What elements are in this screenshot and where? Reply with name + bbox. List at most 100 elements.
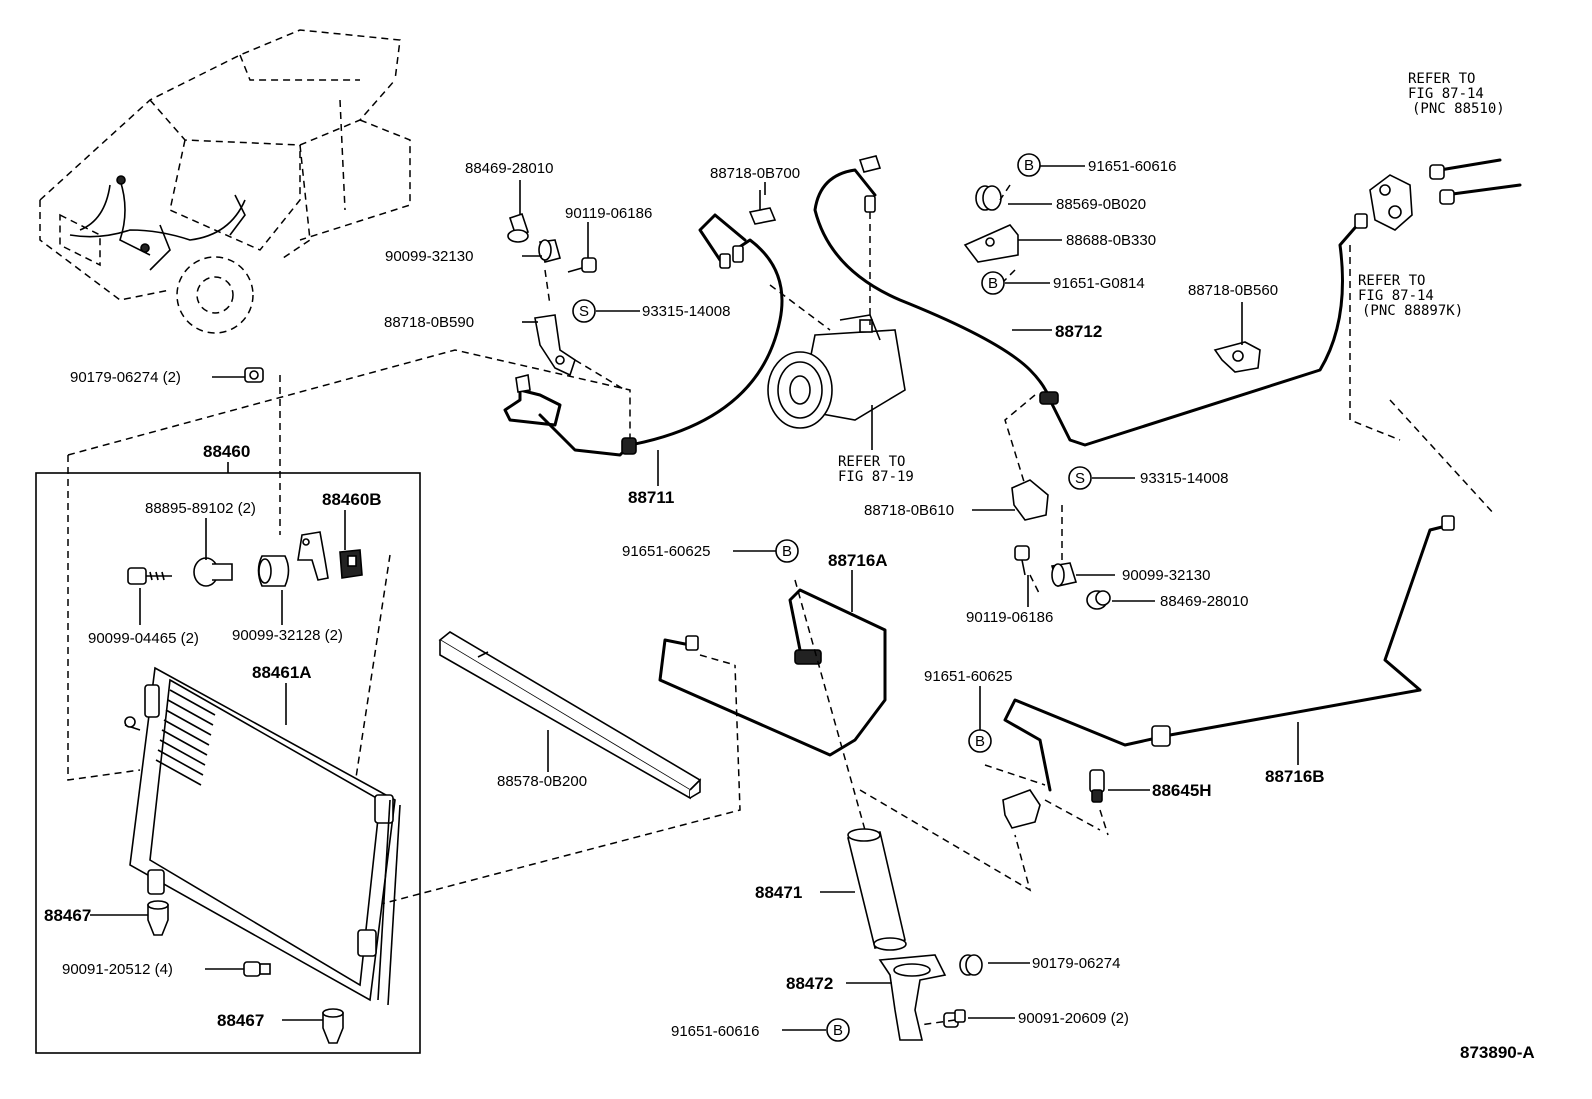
compressor-fig-87-19 [767,200,906,450]
svg-text:B: B [833,1022,843,1039]
bracket-88472 [878,954,947,1041]
vehicle-locator-illustration [39,29,411,334]
label-refer-fig-87-19-line2: FIG 87-19 [838,469,914,485]
label-93315-14008-right: 93315-14008 [1140,470,1228,487]
cushion-90099-32128 [257,555,290,587]
oring-88569-0B020 [975,185,1002,211]
label-91651-60625-right: 91651-60625 [924,668,1012,685]
bolt-90091-20609 [943,1009,966,1028]
bolt-90091-20512 [243,961,271,977]
label-90099-32128: 90099-32128 (2) [232,627,343,644]
bracket-88718-0B590 [534,314,576,377]
label-90099-32130-right: 90099-32130 [1122,567,1210,584]
label-88569-0B020: 88569-0B020 [1056,196,1146,213]
label-88471: 88471 [755,883,802,902]
label-88711: 88711 [628,488,674,507]
label-refer-88510-line1: REFER TO [1408,71,1475,87]
label-90119-06186-right: 90119-06186 [966,609,1053,626]
label-88712: 88712 [1055,322,1102,341]
label-refer-88510-line3: (PNC 88510) [1412,101,1505,117]
label-90091-20512: 90091-20512 (4) [62,961,173,978]
label-90179-06274-left: 90179-06274 (2) [70,369,181,386]
fitting-fig-87-14-88510 [1429,158,1522,205]
label-90091-20609: 90091-20609 (2) [1018,1010,1129,1027]
label-88688-0B330: 88688-0B330 [1066,232,1156,249]
label-refer-88897K-line1: REFER TO [1358,273,1425,289]
bolt-88469-28010-right [1086,590,1111,610]
marker-bolt-91651-G0814: B [981,271,1005,295]
clip-88718-0B700 [748,190,777,225]
condenser-fins [155,689,216,786]
svg-text:B: B [988,275,998,292]
fitting-fig-87-14-88897K [1369,174,1413,231]
label-88718-0B560: 88718-0B560 [1188,282,1278,299]
label-90179-06274-bottom: 90179-06274 [1032,955,1120,972]
label-88718-0B590: 88718-0B590 [384,314,474,331]
label-refer-88897K-line2: FIG 87-14 [1358,288,1434,304]
pin-88895-89102 [193,557,233,587]
bolt-90119-06186-right [1014,545,1030,576]
svg-text:S: S [1075,470,1085,487]
label-88718-0B610: 88718-0B610 [864,502,954,519]
bracket-88718-0B560 [1213,341,1261,373]
receiver-dryer-88471 [847,828,907,951]
liquid-tube-88716A [658,588,887,757]
leader-lines [90,165,1299,1031]
label-refer-88510-line2: FIG 87-14 [1408,86,1484,102]
svg-text:B: B [782,543,792,560]
cushion-88467-bottom [322,1008,344,1044]
svg-text:B: B [975,733,985,750]
label-88578-0B200: 88578-0B200 [497,773,587,790]
marker-special-93315-14008-top: S [572,299,596,323]
seal-88578-0B200 [438,631,702,800]
label-88469-28010-top: 88469-28010 [465,160,553,177]
bolt-90119-06186-top [567,257,597,273]
svg-text:S: S [579,303,589,320]
condenser-assembly-box [35,349,741,1054]
label-91651-60616-bottom: 91651-60616 [671,1023,759,1040]
label-91651-60616-top: 91651-60616 [1088,158,1176,175]
label-91651-G0814: 91651-G0814 [1053,275,1145,292]
label-refer-88897K-line3: (PNC 88897K) [1362,303,1463,319]
bracket-88460B-left [297,531,329,581]
bolt-90179-06274-bottom [959,954,983,976]
bolt-88469-28010-top [507,212,530,243]
label-88645H: 88645H [1152,781,1212,800]
label-91651-60625-left: 91651-60625 [622,543,710,560]
label-88461A: 88461A [252,663,312,682]
label-90099-04465: 90099-04465 (2) [88,630,199,647]
switch-88645H [1089,769,1105,803]
marker-bolt-91651-60616-top: B [1017,153,1041,177]
bolt-90179-06274-left [244,367,264,383]
fitting-91651-60625-right [1002,789,1041,829]
label-93315-14008-top: 93315-14008 [642,303,730,320]
label-88460B: 88460B [322,490,382,509]
label-88716B: 88716B [1265,767,1325,786]
label-88895-89102: 88895-89102 (2) [145,500,256,517]
suction-hose-88712 [813,155,1368,447]
label-90099-32130-top: 90099-32130 [385,248,473,265]
bracket-88718-0B610 [1011,479,1049,521]
label-88469-28010-right: 88469-28010 [1160,593,1248,610]
marker-bolt-91651-60625-right: B [968,729,992,753]
label-refer-fig-87-19-line1: REFER TO [838,454,905,470]
diagram-id-label: 873890-A [1460,1043,1535,1062]
cushion-90099-32130-right [1050,562,1078,587]
label-88467-bottom: 88467 [217,1011,264,1030]
label-88716A: 88716A [828,551,888,570]
label-90119-06186-top: 90119-06186 [565,205,652,222]
label-88472: 88472 [786,974,833,993]
marker-special-93315-14008-right: S [1068,466,1092,490]
label-88460: 88460 [203,442,250,461]
svg-text:B: B [1024,157,1034,174]
bracket-88460B [339,549,363,579]
cushion-88467-top [147,900,169,936]
marker-bolt-91651-60616-bottom: B [826,1018,850,1042]
clamp-88688-0B330 [963,224,1019,263]
part-labels: 88469-28010 90119-06186 90099-32130 8871… [44,71,1535,1062]
marker-bolt-91651-60625-left: B [775,539,799,563]
discharge-hose-88711 [503,213,784,457]
label-88467-top: 88467 [44,906,91,925]
liquid-tube-88716B [1003,515,1455,792]
